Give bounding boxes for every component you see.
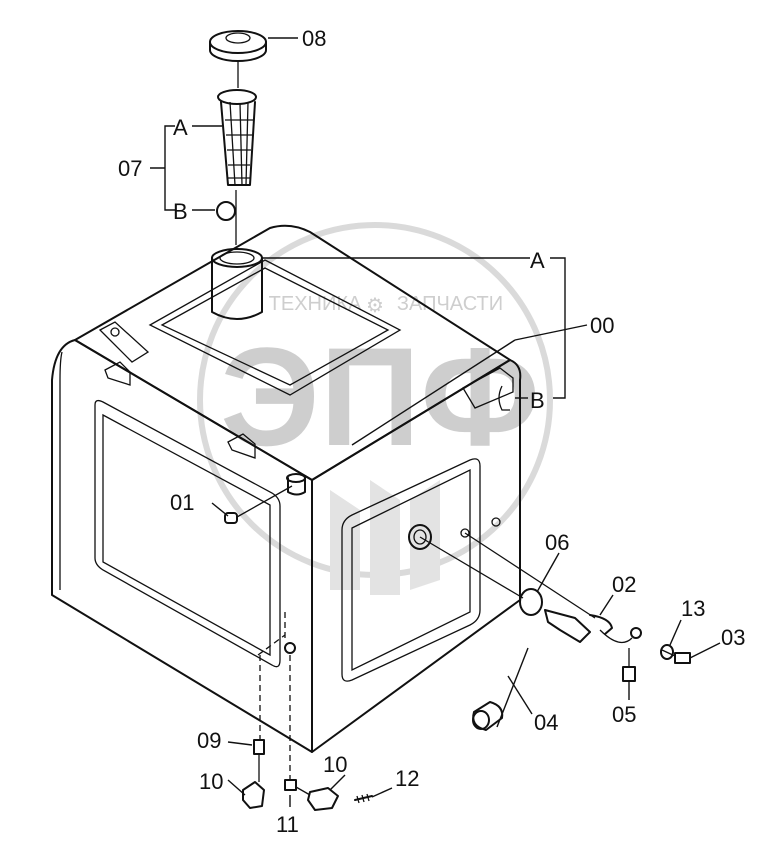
callout-a-upper: A bbox=[173, 115, 188, 140]
callout-05: 05 bbox=[612, 702, 636, 727]
callout-a-right: A bbox=[530, 248, 545, 273]
plug-part bbox=[224, 512, 238, 524]
washer bbox=[660, 644, 674, 660]
rubber-cap bbox=[472, 701, 504, 731]
drain-valve-10-left bbox=[242, 781, 265, 809]
drain-valve-10-right bbox=[307, 787, 339, 811]
callout-07: 07 bbox=[118, 156, 142, 181]
watermark: ТЕХНИКА ЗАПЧАСТИ ⚙ ЭПФ bbox=[197, 222, 553, 595]
fuel-sender-unit bbox=[544, 609, 642, 644]
bolt-05 bbox=[622, 648, 636, 682]
o-ring bbox=[519, 588, 543, 616]
callout-b-upper: B bbox=[173, 199, 188, 224]
watermark-bottom-text: ЗАПЧАСТИ bbox=[397, 293, 503, 315]
callout-11: 11 bbox=[276, 812, 299, 837]
elbow-fitting-11 bbox=[284, 779, 297, 791]
watermark-top-text: ТЕХНИКА bbox=[269, 293, 362, 315]
callout-00: 00 bbox=[590, 313, 614, 338]
callout-08: 08 bbox=[302, 26, 326, 51]
callout-01: 01 bbox=[170, 490, 194, 515]
gear-icon: ⚙ bbox=[366, 295, 384, 317]
fuel-tank bbox=[51, 224, 522, 753]
callout-02: 02 bbox=[612, 572, 636, 597]
drain-fitting-09 bbox=[253, 739, 265, 755]
strainer bbox=[217, 89, 257, 186]
wheat-emblem-icon bbox=[330, 480, 440, 595]
callout-04: 04 bbox=[534, 710, 558, 735]
callout-13: 13 bbox=[681, 596, 705, 621]
screw-12 bbox=[354, 793, 373, 804]
callout-03: 03 bbox=[721, 625, 745, 650]
callout-06: 06 bbox=[545, 530, 569, 555]
filler-cap bbox=[209, 30, 267, 62]
bolt-03 bbox=[661, 649, 691, 664]
callout-10-right: 10 bbox=[323, 752, 347, 777]
callout-b-right: B bbox=[530, 388, 545, 413]
strainer-ball bbox=[216, 201, 236, 221]
callout-09: 09 bbox=[197, 728, 221, 753]
callout-12: 12 bbox=[395, 766, 419, 791]
callout-10-left: 10 bbox=[199, 769, 223, 794]
